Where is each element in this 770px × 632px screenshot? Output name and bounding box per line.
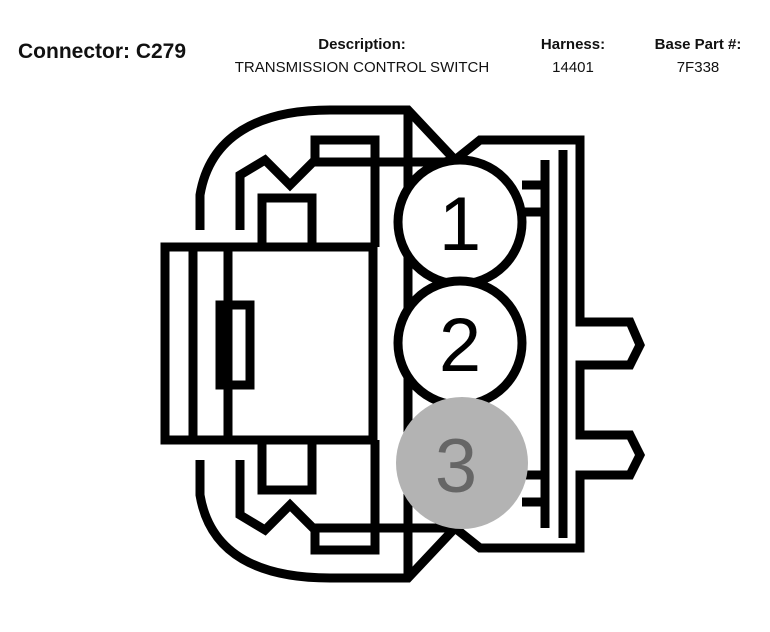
base-part-block: Base Part #: 7F338 bbox=[640, 36, 756, 76]
pin-3-label: 3 bbox=[435, 424, 477, 509]
connector-title: Connector: C279 bbox=[18, 40, 187, 63]
description-label: Description: bbox=[318, 36, 406, 53]
right-body bbox=[452, 135, 646, 553]
base-part-value: 7F338 bbox=[676, 59, 720, 76]
latch-slot bbox=[215, 300, 255, 390]
pin-2: 2 bbox=[393, 276, 527, 410]
harness-value: 14401 bbox=[552, 59, 594, 76]
hood-top bbox=[195, 105, 459, 230]
pin-1-label: 1 bbox=[439, 182, 481, 267]
description-block: Description: TRANSMISSION CONTROL SWITCH bbox=[212, 36, 512, 76]
pin-3: 3 bbox=[396, 397, 528, 529]
lower-tab bbox=[257, 435, 317, 495]
upper-tab bbox=[257, 193, 317, 252]
description-value: TRANSMISSION CONTROL SWITCH bbox=[234, 59, 490, 76]
harness-block: Harness: 14401 bbox=[528, 36, 618, 76]
pin-2-label: 2 bbox=[439, 303, 481, 388]
harness-label: Harness: bbox=[540, 36, 606, 53]
upper-clip bbox=[235, 135, 380, 247]
pin-1: 1 bbox=[393, 155, 527, 289]
hood-bottom bbox=[195, 460, 459, 583]
base-part-label: Base Part #: bbox=[654, 36, 742, 53]
lower-clip bbox=[235, 440, 380, 555]
